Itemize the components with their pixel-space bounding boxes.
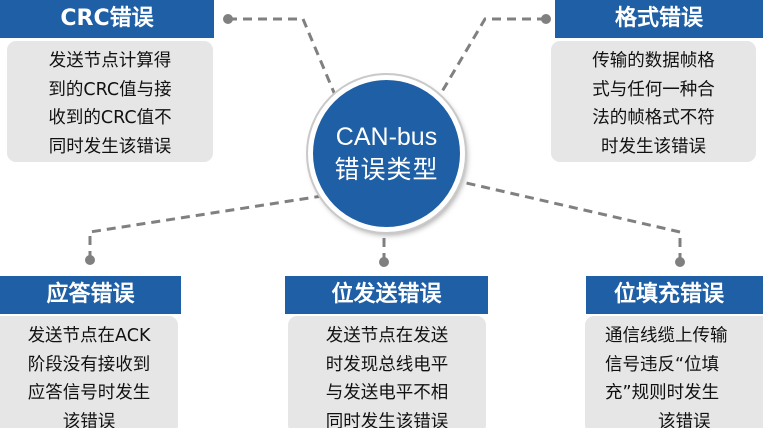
bit-error-line: 与发送电平不相 bbox=[325, 383, 449, 403]
bit-error-line: 同时发生该错误 bbox=[325, 411, 449, 428]
crc-error-line: 同时发生该错误 bbox=[48, 136, 172, 157]
ack-error-line: 该错误 bbox=[62, 411, 116, 428]
format-error-title: 格式错误 bbox=[555, 0, 763, 38]
stuff-error-line: 充”规则时发生 bbox=[605, 383, 720, 403]
format-error-line: 式与任何一种合 bbox=[592, 79, 715, 100]
format-error-line: 时发生该错误 bbox=[601, 136, 706, 157]
stuff-error-title: 位填充错误 bbox=[586, 276, 763, 314]
stuff-error-line: 信号违反“位填 bbox=[605, 354, 720, 375]
bit-error-title: 位发送错误 bbox=[285, 276, 488, 314]
stuff-error-line: 通信线缆上传输 bbox=[605, 326, 728, 346]
bit-error-desc: 发送节点在发送 时发现总线电平 与发送电平不相 同时发生该错误 bbox=[288, 316, 486, 428]
stuff-error-line: 该错误 bbox=[658, 411, 711, 428]
ack-error-desc: 发送节点在ACK 阶段没有接收到 应答信号时发生 该错误 bbox=[0, 316, 178, 428]
center-node: CAN-bus 错误类型 bbox=[308, 75, 465, 232]
ack-error-line: 应答信号时发生 bbox=[27, 383, 151, 403]
ack-error-line: 阶段没有接收到 bbox=[27, 354, 151, 375]
ack-error-title: 应答错误 bbox=[0, 276, 181, 314]
crc-error-line: 收到的CRC值不 bbox=[48, 108, 172, 128]
crc-error-line: 到的CRC值与接 bbox=[48, 79, 172, 100]
stuff-error-desc: 通信线缆上传输 信号违反“位填 充”规则时发生 该错误 bbox=[585, 316, 763, 428]
format-error-desc: 传输的数据帧格 式与任何一种合 法的帧格式不符 时发生该错误 bbox=[551, 41, 756, 162]
format-error-line: 传输的数据帧格 bbox=[592, 51, 715, 71]
crc-error-title: CRC错误 bbox=[0, 0, 214, 38]
crc-error-desc: 发送节点计算得 到的CRC值与接 收到的CRC值不 同时发生该错误 bbox=[7, 41, 213, 162]
center-title-line2: 错误类型 bbox=[334, 154, 439, 184]
bit-error-line: 发送节点在发送 bbox=[325, 326, 449, 346]
crc-error-line: 发送节点计算得 bbox=[48, 51, 172, 71]
center-title-line1: CAN-bus bbox=[335, 122, 438, 151]
format-error-line: 法的帧格式不符 bbox=[592, 108, 715, 128]
ack-error-line: 发送节点在ACK bbox=[27, 326, 151, 346]
bit-error-line: 时发现总线电平 bbox=[325, 354, 449, 375]
